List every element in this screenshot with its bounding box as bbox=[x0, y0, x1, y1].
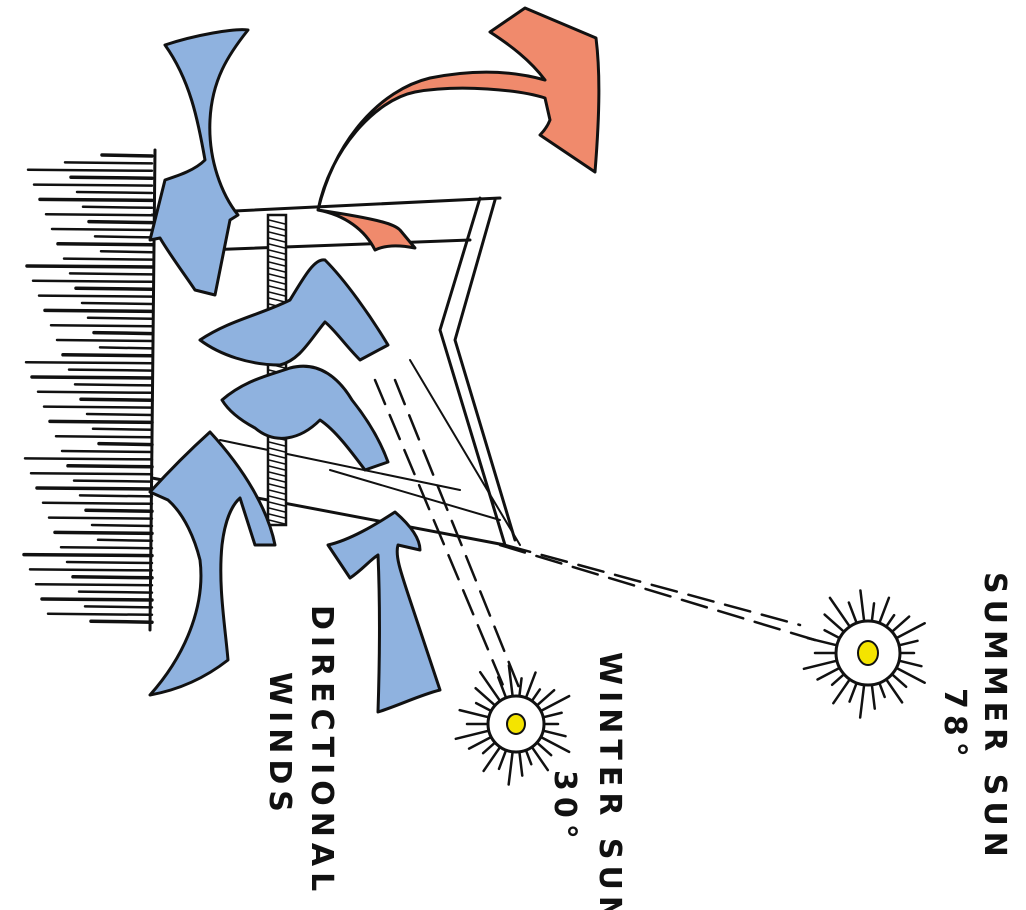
winter-sun-icon bbox=[456, 665, 569, 784]
summer-sun-icon bbox=[804, 590, 925, 717]
winds-label-line1: DIRECTIONAL bbox=[304, 605, 339, 897]
wind-arrow-bottom-left bbox=[150, 432, 275, 695]
winter-sun-angle: 30° bbox=[547, 770, 582, 845]
summer-sun-label: SUMMER SUN bbox=[977, 572, 1012, 863]
wind-arrows bbox=[150, 30, 440, 712]
wind-arrow-inside-upper bbox=[200, 260, 388, 365]
wind-arrow-bottom-right bbox=[328, 512, 440, 712]
winter-sun-label: WINTER SUN bbox=[592, 652, 627, 910]
summer-sun-angle: 78° bbox=[937, 688, 972, 763]
sun-ray-lines bbox=[375, 380, 815, 690]
wind-arrow-inside-lower bbox=[222, 366, 388, 470]
winds-label-line2: WINDS bbox=[262, 672, 297, 818]
ground-hatching bbox=[24, 150, 155, 630]
wind-arrow-top-left bbox=[150, 30, 248, 295]
hot-air-arrow bbox=[318, 8, 599, 250]
